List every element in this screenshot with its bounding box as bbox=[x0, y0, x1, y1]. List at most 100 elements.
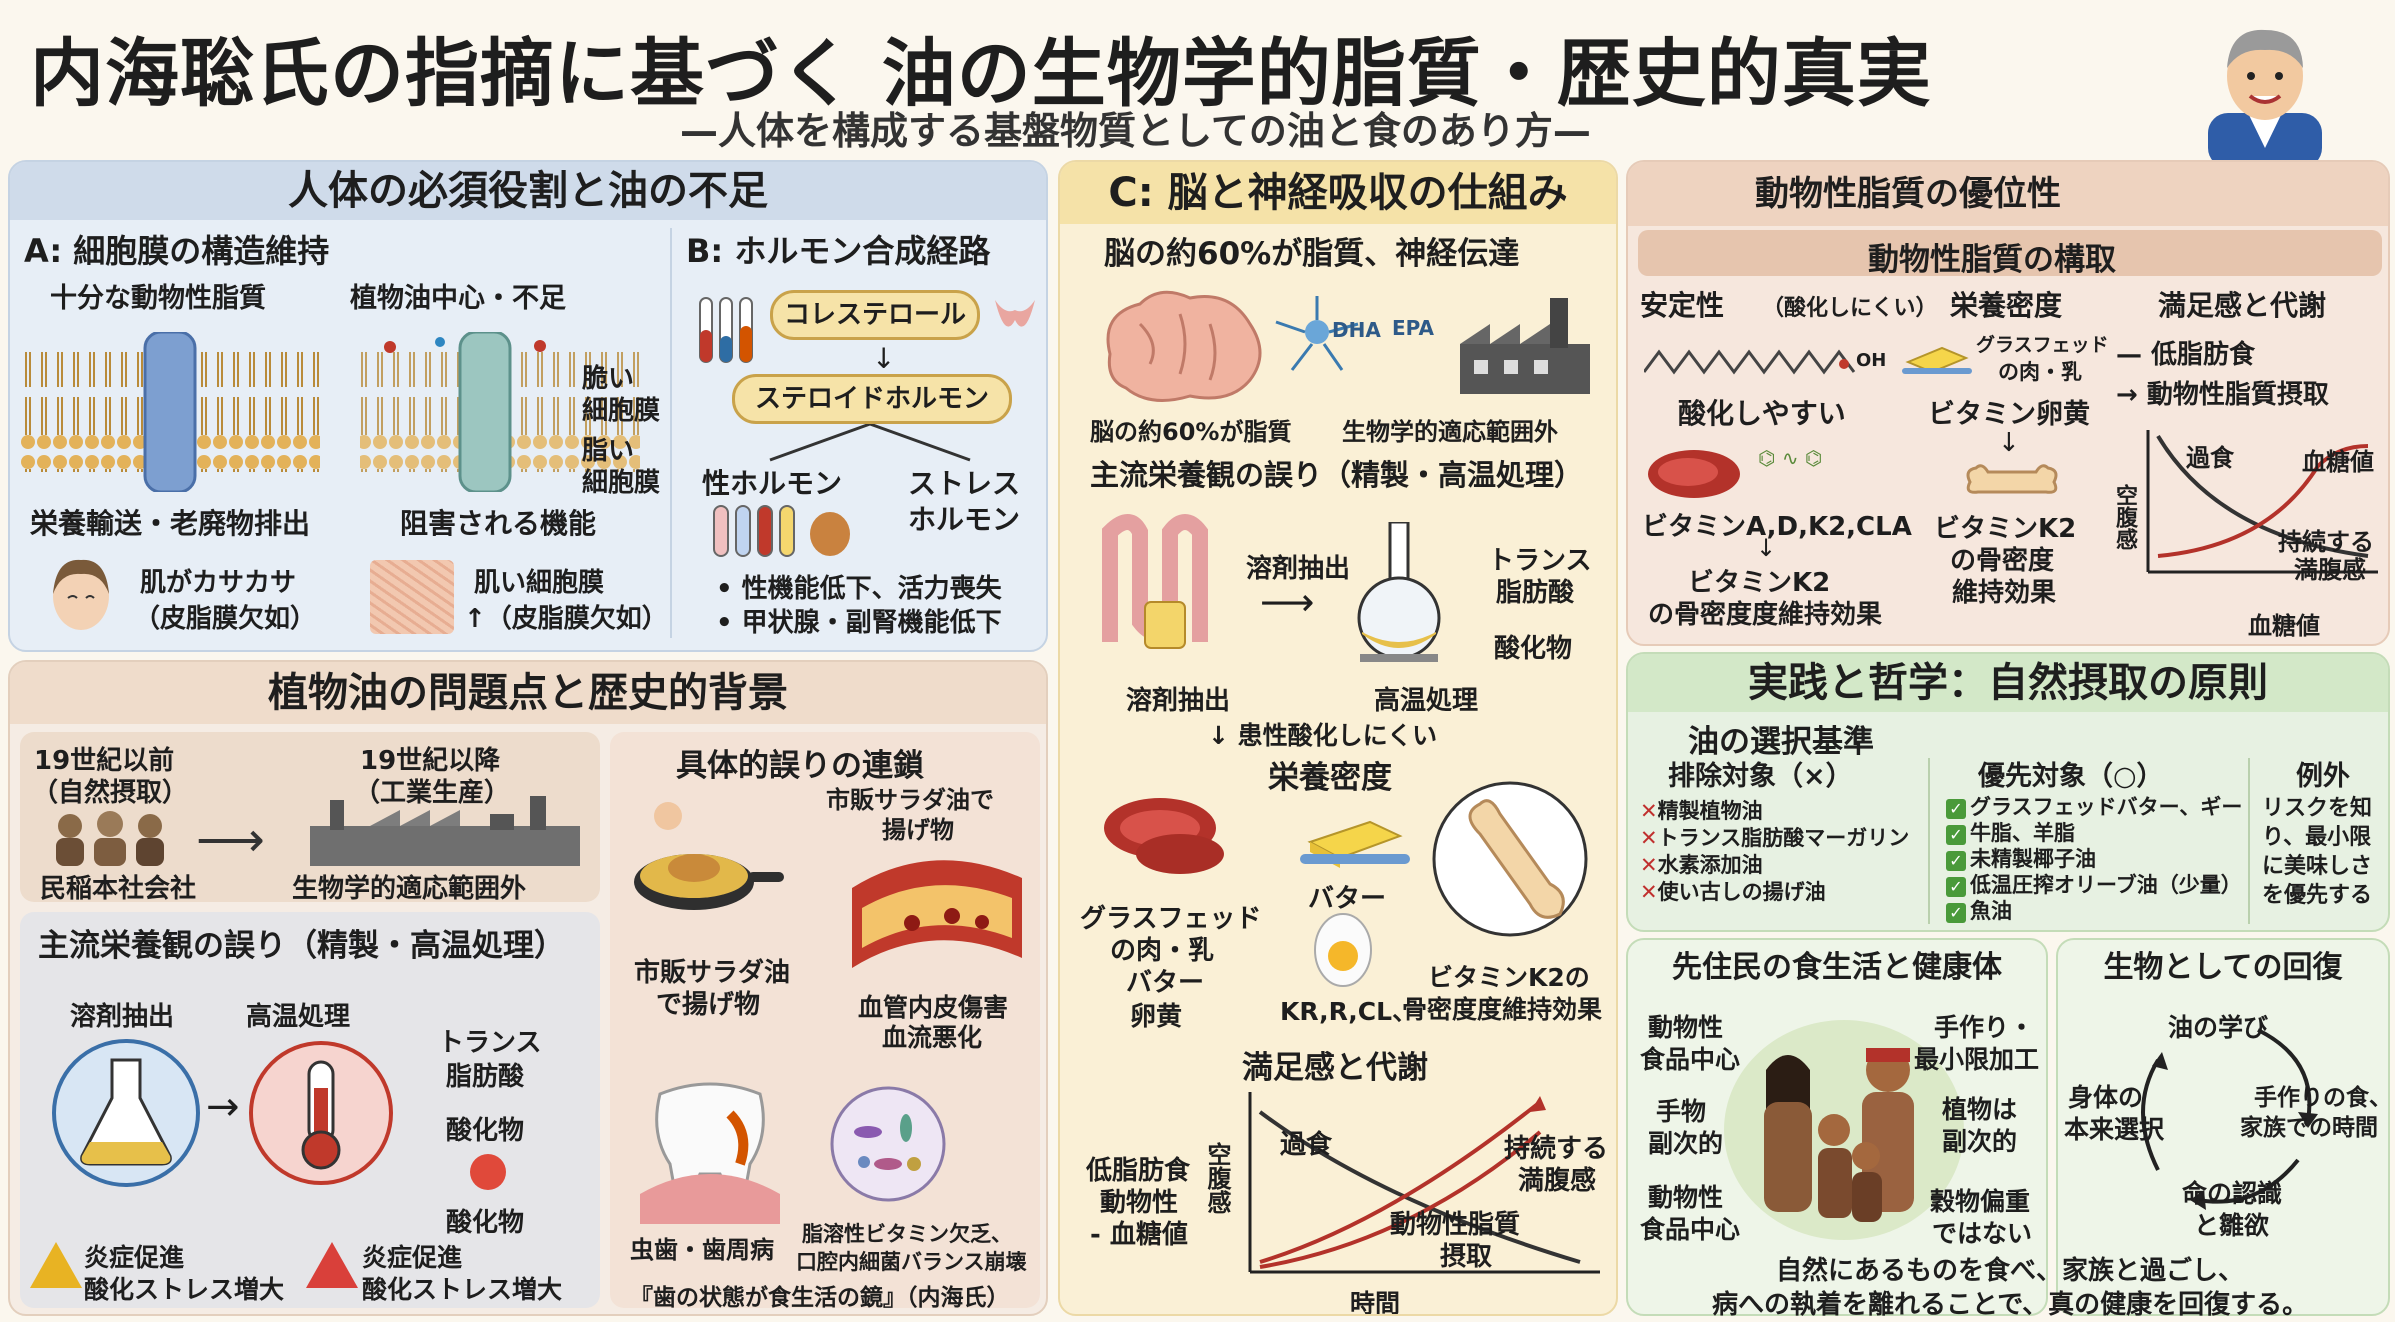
bone-icon-2 bbox=[1966, 464, 2058, 494]
lowfat-legend: — 低脂肪食 bbox=[2116, 340, 2256, 370]
intestine-icon bbox=[1102, 514, 1208, 649]
tooth-icon bbox=[640, 1082, 780, 1224]
trans-fat-label-brain-2: 脂肪酸 bbox=[1496, 578, 1575, 608]
vessel-damage-label: 血管内皮傷害 bbox=[858, 993, 1009, 1022]
warning-icon bbox=[30, 1242, 82, 1288]
skin-membrane-note: ↑（皮脂膜欠如） bbox=[464, 604, 668, 634]
warning-line-1b: 酸化ストレス増大 bbox=[84, 1275, 285, 1304]
grassfed-label-4: 卵黄 bbox=[1130, 1002, 1183, 1032]
metabolism-sustain-2: 満腹感 bbox=[2294, 556, 2366, 584]
satiety-chart bbox=[1248, 1092, 1600, 1274]
ind-left-1a: 動物性 bbox=[1648, 1013, 1724, 1042]
grassfed-label-b: の肉・乳 bbox=[1998, 360, 2082, 384]
brain-range-caption: 生物学的適応範囲外 bbox=[1342, 418, 1558, 446]
k2-dens-2: の骨密度 bbox=[1950, 546, 2055, 576]
oxidizes-label: 酸化しやすい bbox=[1678, 397, 1846, 430]
grassfed-label-a: グラスフェッド bbox=[1976, 334, 2109, 356]
exception-title: 例外 bbox=[2296, 761, 2350, 792]
warning-icon-2 bbox=[306, 1242, 358, 1288]
priority-list: ✓グラスフェッドバター、ギー ✓牛脂、羊脂 ✓未精製椰子油 ✓低温圧搾オリーブ油… bbox=[1946, 794, 2242, 924]
exception-text: リスクを知 り、最小限 に美味しさ を優先する bbox=[2262, 796, 2373, 908]
exclusion-item: ✕水素添加油 bbox=[1640, 853, 1763, 877]
ind-left-2a: 手物 bbox=[1656, 1097, 1707, 1126]
hormone-section-title: B: ホルモン合成経路 bbox=[686, 232, 991, 270]
exclusion-item: ✕トランス脂肪酸マーガリン bbox=[1640, 826, 1910, 850]
footer-line-2: 病への執着を離れることで、真の健康を回復する。 bbox=[1712, 1290, 2309, 1320]
dry-skin-label: 肌がカサカサ bbox=[140, 568, 297, 598]
kr-label: KR,R,CL、 bbox=[1280, 997, 1418, 1026]
blood-vessel-icon bbox=[852, 860, 1022, 968]
heat-caption-brain: 高温処理 bbox=[1374, 686, 1479, 716]
epa-label: EPA bbox=[1392, 316, 1434, 340]
bacteria-icon bbox=[830, 1086, 946, 1202]
metabolism-xaxis: 血糖値 bbox=[2248, 612, 2320, 640]
test-tubes-icon bbox=[699, 297, 753, 363]
ind-left-2b: 副次的 bbox=[1648, 1129, 1724, 1158]
solvent-label: 溶剤抽出 bbox=[70, 1002, 175, 1032]
page-title: 内海聡氏の指摘に基づく 油の生物学的脂質・歴史的真実 bbox=[30, 31, 1932, 117]
teeth-quote: 『歯の状態が食生活の鏡』（内海氏） bbox=[630, 1285, 1010, 1311]
panel-indigenous: 先住民の食生活と健康体 動物性 食品中心 手物 副次的 動物性 食品中心 手作り… bbox=[1626, 938, 2048, 1316]
stability-note: （酸化しにくい） bbox=[1762, 296, 1938, 321]
membrane-section-title: A: 細胞膜の構造維持 bbox=[24, 232, 330, 270]
metabolism-sugar: 血糖値 bbox=[2302, 448, 2374, 476]
before-19c-label: 19世紀以前 bbox=[34, 746, 175, 776]
sustain-label-2: 満腹感 bbox=[1518, 1166, 1597, 1196]
distillation-flask-icon bbox=[1357, 522, 1441, 662]
factory-icon bbox=[310, 796, 580, 866]
flask-icon bbox=[52, 1039, 200, 1187]
sustain-label-1: 持続する bbox=[1504, 1134, 1609, 1164]
stability-title: 安定性 bbox=[1640, 289, 1725, 322]
animal-intake-label-1: 動物性脂質 bbox=[1390, 1210, 1521, 1240]
subheader-bar bbox=[1638, 230, 2382, 276]
page-subtitle: —人体を構成する基盤物質としての油と食のあり方— bbox=[680, 109, 1591, 153]
yolk-label: ビタミン卵黄 bbox=[1928, 399, 2090, 430]
metabolism-chart bbox=[2146, 430, 2378, 574]
salad-oil-caption-3: 市販サラダ油 bbox=[634, 958, 791, 988]
priority-item: ✓未精製椰子油 bbox=[1946, 846, 2242, 872]
butter-label: バター bbox=[1308, 884, 1387, 914]
grassfed-label-2: の肉・乳 bbox=[1110, 936, 1215, 966]
cycle-step-3b: と雛欲 bbox=[2194, 1211, 2270, 1240]
error-chain-title: 具体的誤りの連鎖 bbox=[676, 748, 924, 784]
salad-oil-caption-2: 揚げ物 bbox=[882, 816, 954, 844]
metabolism-sustain-1: 持続する bbox=[2278, 528, 2374, 556]
animal-intake-label-2: 摂取 bbox=[1440, 1242, 1493, 1272]
oxide-dot-icon bbox=[470, 1154, 506, 1190]
stable-note: ↓ 患性酸化しにくい bbox=[1208, 721, 1438, 750]
panel-indigenous-title: 先住民の食生活と健康体 bbox=[1672, 950, 2002, 985]
nutrient-transport-label: 栄養輸送・老廃物排出 bbox=[30, 507, 311, 540]
satiety-xaxis: 時間 bbox=[1350, 1289, 1401, 1316]
solvent-caption-brain: 溶剤抽出 bbox=[1126, 686, 1231, 716]
animal-label: 動物性 bbox=[1100, 1188, 1179, 1218]
fatty-acid-chain-icon bbox=[1644, 349, 1856, 375]
stress-hormone-label-1: ストレス bbox=[908, 467, 1021, 500]
panel-brain-title: C: 脳と神経吸収の仕組み bbox=[1060, 162, 1616, 224]
meat-icon bbox=[1104, 798, 1224, 874]
butter-icon bbox=[1300, 820, 1410, 868]
exclusion-list: ✕精製植物油 ✕トランス脂肪酸マーガリン ✕水素添加油 ✕使い古しの揚げ油 bbox=[1640, 798, 1909, 906]
dry-skin-note: （皮脂膜欠如） bbox=[134, 604, 317, 634]
ind-right-3b: ではない bbox=[1932, 1219, 2033, 1248]
arrow-right-icon: ⟶ bbox=[196, 812, 265, 868]
oxide-label-1: 酸化物 bbox=[446, 1116, 525, 1146]
vitamin-deficiency-label: 脂溶性ビタミン欠乏、 bbox=[802, 1222, 1012, 1246]
density-title: 栄養密度 bbox=[1950, 289, 2063, 322]
family-icon bbox=[1764, 1048, 1914, 1222]
cycle-step-2b: 家族での時間 bbox=[2240, 1115, 2378, 1141]
panel-essential-roles: 人体の必須役割と油の不足 A: 細胞膜の構造維持 十分な動物性脂質 植物油中心・… bbox=[8, 160, 1048, 652]
satiety-yaxis: 空腹感 bbox=[1203, 1142, 1231, 1214]
warning-line-2a: 炎症促進 bbox=[362, 1243, 463, 1272]
divider-3 bbox=[2248, 758, 2250, 924]
cycle-step-4a: 身体の bbox=[2068, 1083, 2144, 1112]
blood-sugar-label: - 血糖値 bbox=[1090, 1220, 1188, 1250]
molecule-icon: ⌬ ∿ ⌬ bbox=[1758, 446, 1823, 470]
ind-right-2b: 副次的 bbox=[1942, 1127, 2018, 1156]
k2-dens-1: ビタミンK2 bbox=[1934, 514, 2077, 544]
ind-right-2a: 植物は bbox=[1942, 1095, 2018, 1124]
lowfat-label: 低脂肪食 bbox=[1086, 1156, 1191, 1186]
panel-recovery-title: 生物としての回復 bbox=[2103, 950, 2343, 985]
hormone-effect-1: • 性機能低下、活力喪失 bbox=[716, 574, 1002, 604]
arrow-down-icon-2: ↓ bbox=[1756, 534, 1777, 562]
priority-item: ✓低温圧搾オリーブ油（少量） bbox=[1946, 872, 2242, 898]
